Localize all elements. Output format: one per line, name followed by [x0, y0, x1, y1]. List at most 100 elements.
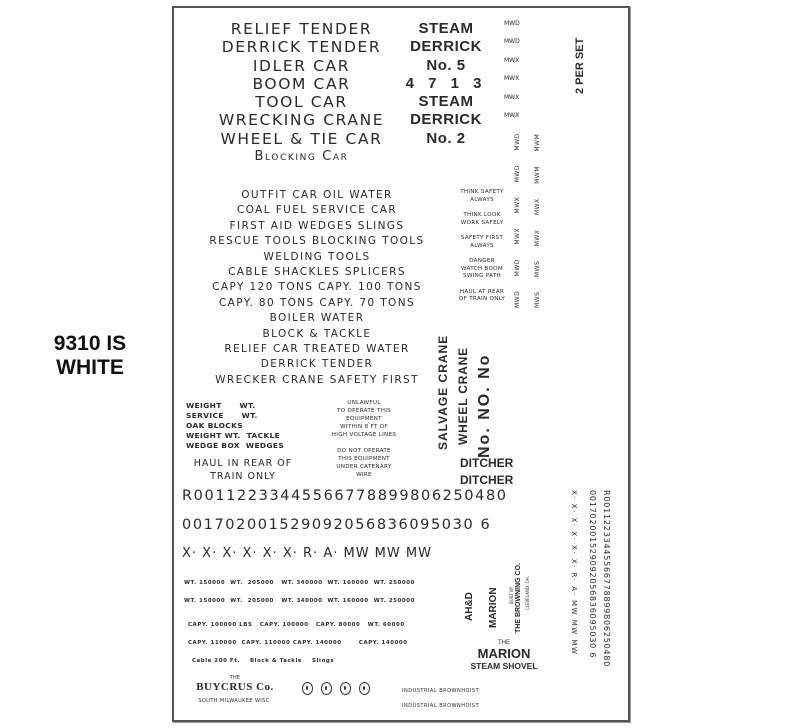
reporting-mark: MWM — [534, 133, 541, 152]
steam-derrick-column: STEAM DERRICK No. 5 4 7 1 3 STEAM DERRIC… — [396, 20, 496, 148]
decal-text: RESCUE TOOLS BLOCKING TOOLS — [209, 235, 425, 248]
sign-line: SWING PATH — [462, 273, 502, 279]
decal-text: EQUIPMENT — [346, 416, 382, 422]
decal-text: WEDGE BOX WEDGES — [186, 441, 285, 450]
decal-text: THE — [498, 640, 510, 646]
reporting-mark: MWD — [514, 133, 521, 151]
car-names-column: RELIEF TENDER DERRICK TENDER IDLER CAR B… — [194, 20, 409, 166]
decal-text: INDUSTRIAL BROWNHOIST — [402, 703, 480, 709]
decal-text: STEAM SHOVEL — [470, 661, 538, 671]
reporting-mark: MWD — [504, 38, 520, 46]
sign-line: OF TRAIN ONLY — [458, 296, 506, 302]
decal-text: CABLE SHACKLES SPLICERS — [228, 266, 406, 279]
vertical-mark-row: X· X· X· X· X· X· R· A· MW MW MW — [570, 490, 578, 656]
decal-text: TO OPERATE THIS — [336, 408, 391, 414]
decal-text: BOILER WATER — [269, 312, 365, 325]
sign-line: WORK SAFELY — [460, 219, 504, 226]
decal-text: RELIEF CAR TREATED WATER — [224, 343, 410, 356]
reporting-mark: MWM — [534, 166, 541, 184]
brownhoist-labels: INDUSTRIAL BROWNHOIST INDUSTRIAL BROWNHO… — [402, 684, 479, 714]
reporting-mark: MWS — [534, 291, 541, 308]
sign-line: SAFETY FIRST — [460, 235, 504, 241]
decal-text: BLOCK & TACKLE — [262, 327, 372, 340]
weight-row: WT. 150000 WT. 205000 WT. 340000 WT. 160… — [184, 580, 415, 586]
decal-text: WELDING TOOLS — [263, 250, 371, 263]
emblem-icon — [321, 682, 332, 695]
decal-text: WITHIN 8 FT OF — [340, 424, 388, 430]
decal-text: HAUL IN REAR OF — [193, 458, 293, 469]
ahd-label: AH&D — [464, 592, 475, 621]
sign-line: DANGER — [469, 258, 495, 264]
decal-text: DITCHER — [460, 473, 514, 487]
built-by-label: BUILT BY — [509, 586, 514, 604]
cable-row: Cable 200 Ft. Block & Tackle Slings — [192, 658, 335, 664]
reporting-mark: MWD — [514, 165, 521, 183]
decal-text: WHEEL & TIE CAR — [220, 129, 383, 148]
decal-text: UNLAWFUL — [347, 400, 381, 406]
color-note-line2: WHITE — [56, 356, 124, 379]
equipment-labels: OUTFIT CAR OIL WATER COAL FUEL SERVICE C… — [182, 188, 452, 388]
sign-line: THINK SAFETY — [460, 189, 504, 195]
reporting-mark: MWX — [504, 75, 520, 83]
decal-text: No. 5 — [426, 56, 466, 74]
decal-text: No. 2 — [426, 129, 466, 147]
sign-line: THINK LOOK — [463, 212, 501, 218]
number-row-1: R00112233445566778899806250480 — [182, 488, 508, 504]
decal-text: IDLER CAR — [252, 56, 351, 75]
mark-row: X· X· X· X· X· X· R· A· MW MW MW — [182, 546, 432, 561]
decal-text: DERRICK — [410, 111, 482, 129]
reporting-mark: MWX — [504, 111, 520, 119]
decal-text: DO NOT OPERATE — [337, 448, 391, 454]
decal-text: WIRE — [356, 472, 372, 478]
decal-text: CAPY. 80 TONS CAPY. 70 TONS — [218, 296, 416, 309]
decal-text: BOOM CAR — [252, 74, 351, 93]
reporting-mark: MWX — [504, 93, 520, 101]
reporting-mark: MWX — [504, 56, 520, 64]
reporting-marks-list: MWD MWD MWX MWX MWX MWX — [504, 20, 524, 130]
decal-text: INDUSTRIAL BROWNHOIST — [402, 688, 480, 694]
vertical-marks-col2: MWS MWS MWX MWX MWM MWM — [534, 134, 541, 308]
decal-sheet: RELIEF TENDER DERRICK TENDER IDLER CAR B… — [172, 6, 630, 722]
decal-text: SOUTH MILWAUKEE WISC. — [198, 698, 272, 704]
reporting-mark: MWS — [534, 260, 541, 278]
salvage-crane-label: SALVAGE CRANE — [436, 334, 450, 450]
emblem-icon — [302, 682, 313, 695]
decal-text: Blocking Car — [254, 149, 349, 165]
weight-row: WT. 150000 WT. 205000 WT. 340000 WT. 160… — [184, 598, 415, 604]
sign-line: HAUL AT REAR — [459, 288, 505, 295]
decal-text: FIRST AID WEDGES SLINGS — [229, 219, 405, 232]
reporting-mark: MWX — [534, 198, 541, 216]
emblem-icon — [359, 682, 370, 695]
decal-text: OAK BLOCKS — [186, 421, 243, 430]
decal-text: WEIGHT WT. — [186, 401, 256, 410]
decal-text: OUTFIT CAR OIL WATER — [241, 189, 393, 201]
decal-text: COAL FUEL SERVICE CAR — [236, 204, 398, 217]
reporting-mark: MWX — [534, 229, 541, 247]
builder-emblems — [302, 682, 370, 695]
decal-text: UNDER CATENARY — [336, 464, 392, 470]
color-note-line1: 9310 IS — [53, 332, 127, 355]
marion-steam-shovel: THE MARION STEAM SHOVEL — [454, 640, 554, 671]
per-set-note: 2 PER SET — [574, 37, 586, 94]
emblem-icon — [340, 682, 351, 695]
color-note: 9310 IS WHITE — [30, 332, 150, 380]
decal-text: MARION — [477, 646, 531, 661]
vertical-number-row-2: 001702001529092056836095030 6 — [588, 490, 597, 659]
decal-text: DERRICK TENDER — [221, 38, 382, 57]
decal-text: SERVICE WT. — [186, 411, 258, 420]
decal-text: TRAIN ONLY — [210, 471, 276, 482]
decal-text: WRECKER CRANE SAFETY FIRST — [215, 373, 419, 386]
decal-text: THE — [230, 675, 240, 681]
capy-row: CAPY. 110000 CAPY. 110000 CAPY. 140000 C… — [188, 640, 408, 646]
haul-rear-label: HAUL IN REAR OF TRAIN ONLY — [188, 457, 298, 483]
city-label: CLEVELAND, OH. — [525, 576, 530, 610]
browning-label: THE BROWNING CO. — [515, 563, 522, 633]
wheel-crane-label: WHEEL CRANE — [456, 347, 470, 445]
